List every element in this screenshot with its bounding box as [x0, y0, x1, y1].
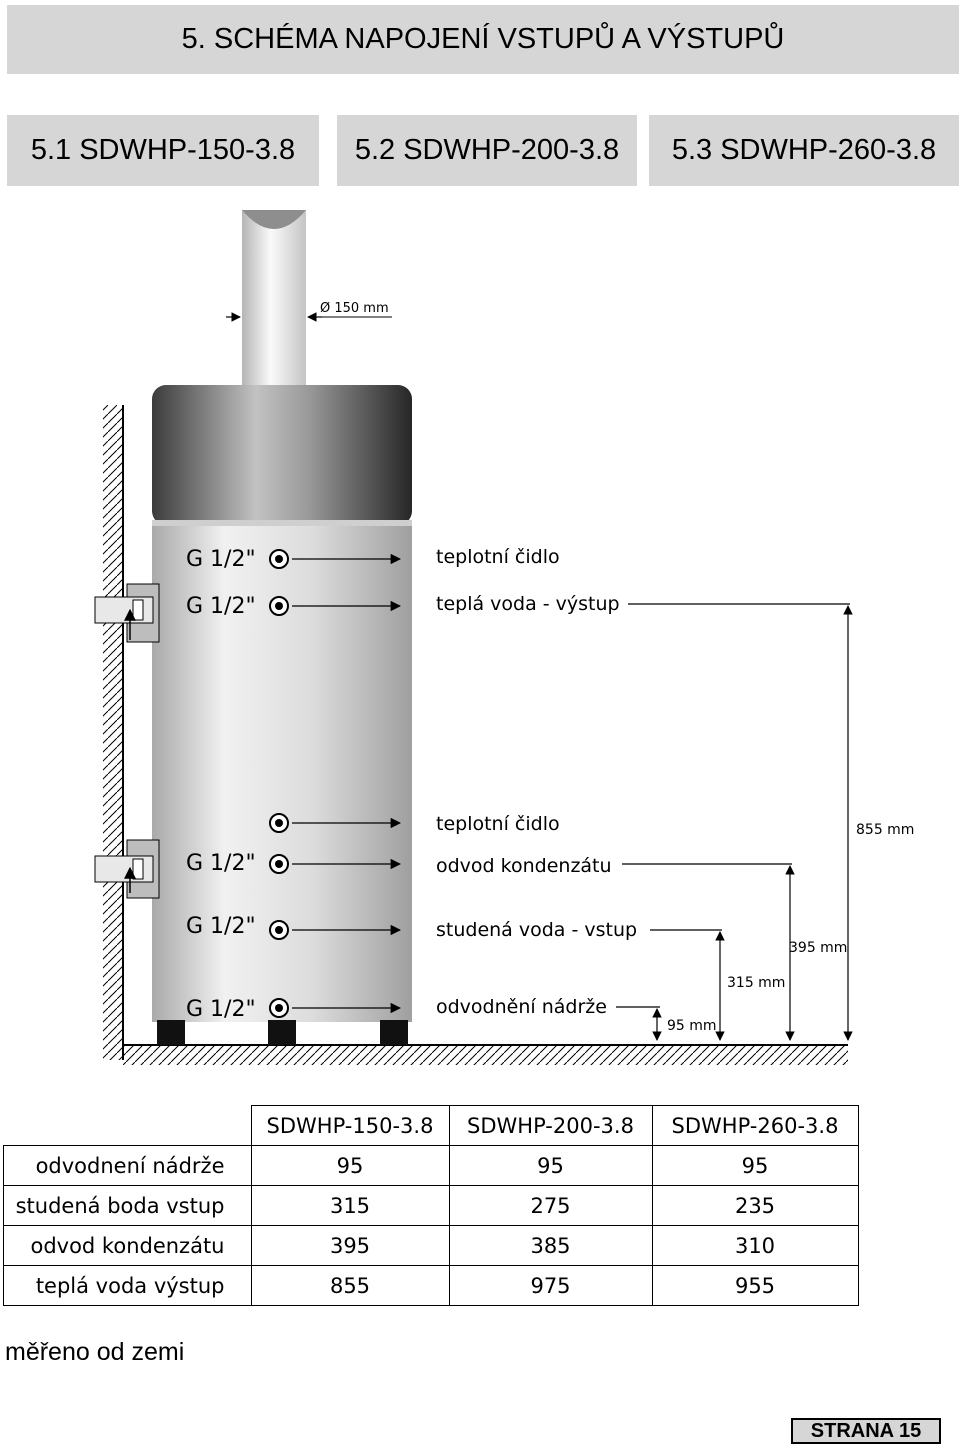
table-cell: 385: [448, 1225, 653, 1266]
label-cold-water-in: studená voda - vstup: [436, 919, 637, 941]
label-condensate-drain: odvod kondenzátu: [436, 855, 612, 877]
label-sensor-top: teplotní čidlo: [436, 546, 560, 568]
tab-sdwhp-150[interactable]: 5.1 SDWHP-150-3.8: [7, 115, 319, 186]
tab-sdwhp-200[interactable]: 5.2 SDWHP-200-3.8: [337, 115, 637, 186]
pipe-diameter-label: Ø 150 mm: [320, 301, 389, 316]
fitting-label: G 1/2": [186, 851, 256, 876]
dimension-lines: [616, 603, 853, 1041]
table-row-label: odvod kondenzátu: [3, 1225, 252, 1266]
fitting-label: G 1/2": [186, 594, 256, 619]
table-header-cell: SDWHP-200-3.8: [448, 1105, 653, 1146]
table-header-cell: SDWHP-260-3.8: [651, 1105, 859, 1146]
wall-bracket-top: [94, 583, 160, 643]
measurement-note: měřeno od zemi: [5, 1338, 185, 1366]
table-row: odvodnení nádrže 95 95 95: [3, 1145, 859, 1186]
connection-port: [269, 854, 289, 874]
table-row: studená boda vstup 315 275 235: [3, 1185, 859, 1226]
tab-sdwhp-260[interactable]: 5.3 SDWHP-260-3.8: [649, 115, 959, 186]
connection-port: [269, 549, 289, 569]
table-cell: 315: [250, 1185, 450, 1226]
connection-port: [269, 813, 289, 833]
callout-arrows: [292, 553, 402, 1014]
page-number: STRANA 15: [791, 1418, 941, 1444]
dimension-855: 855 mm: [856, 822, 914, 838]
dimension-315: 315 mm: [727, 975, 785, 991]
dimension-95: 95 mm: [667, 1018, 717, 1034]
table-cell: 95: [448, 1145, 653, 1186]
table-cell: 855: [250, 1265, 450, 1306]
fitting-label: G 1/2": [186, 997, 256, 1022]
table-row: odvod kondenzátu 395 385 310: [3, 1225, 859, 1266]
connection-port: [269, 998, 289, 1018]
dimension-395: 395 mm: [789, 940, 847, 956]
table-row-label: studená boda vstup: [3, 1185, 252, 1226]
table-cell: 310: [651, 1225, 859, 1266]
fitting-label: G 1/2": [186, 914, 256, 939]
exhaust-pipe: [242, 210, 306, 388]
table-cell: 235: [651, 1185, 859, 1226]
floor-hatch: [123, 1044, 848, 1065]
connection-port: [269, 920, 289, 940]
table-cell: 275: [448, 1185, 653, 1226]
label-tank-drain: odvodnění nádrže: [436, 996, 607, 1018]
table-row: teplá voda výstup 855 975 955: [3, 1265, 859, 1306]
label-sensor-bottom: teplotní čidlo: [436, 813, 560, 835]
connection-port: [269, 596, 289, 616]
table-row-label: odvodnení nádrže: [3, 1145, 252, 1186]
table-row-label: teplá voda výstup: [3, 1265, 252, 1306]
table-cell: 95: [250, 1145, 450, 1186]
table-corner: [3, 1105, 252, 1146]
table-cell: 395: [250, 1225, 450, 1266]
dimensions-table: SDWHP-150-3.8 SDWHP-200-3.8 SDWHP-260-3.…: [3, 1105, 859, 1306]
section-title: 5. SCHÉMA NAPOJENÍ VSTUPŮ A VÝSTUPŮ: [7, 5, 959, 74]
table-header-row: SDWHP-150-3.8 SDWHP-200-3.8 SDWHP-260-3.…: [3, 1105, 859, 1146]
connection-diagram: Ø 150 mm G 1/2" G 1/2" G 1/2" G 1/2" G 1…: [94, 210, 914, 1065]
table-header-cell: SDWHP-150-3.8: [250, 1105, 450, 1146]
table-cell: 955: [651, 1265, 859, 1306]
wall-hatch: [103, 405, 124, 1060]
label-hot-water-out: teplá voda - výstup: [436, 593, 620, 615]
table-cell: 975: [448, 1265, 653, 1306]
table-cell: 95: [651, 1145, 859, 1186]
wall-bracket-bottom: [94, 839, 160, 899]
fitting-label: G 1/2": [186, 547, 256, 572]
tank-feet: [157, 1020, 408, 1045]
